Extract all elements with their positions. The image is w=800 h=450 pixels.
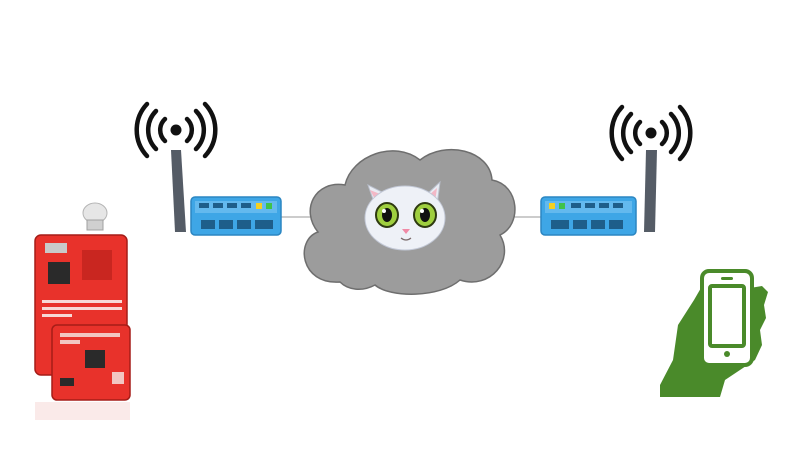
cat-face-icon bbox=[364, 180, 446, 251]
wifi-signal-icon-right bbox=[609, 104, 693, 162]
microcontroller-board-icon bbox=[34, 202, 131, 420]
wifi-signal-icon bbox=[134, 101, 218, 159]
wifi-router-icon-right bbox=[540, 150, 657, 236]
wifi-router-icon bbox=[171, 150, 282, 236]
hand-holding-phone-icon bbox=[660, 269, 768, 397]
